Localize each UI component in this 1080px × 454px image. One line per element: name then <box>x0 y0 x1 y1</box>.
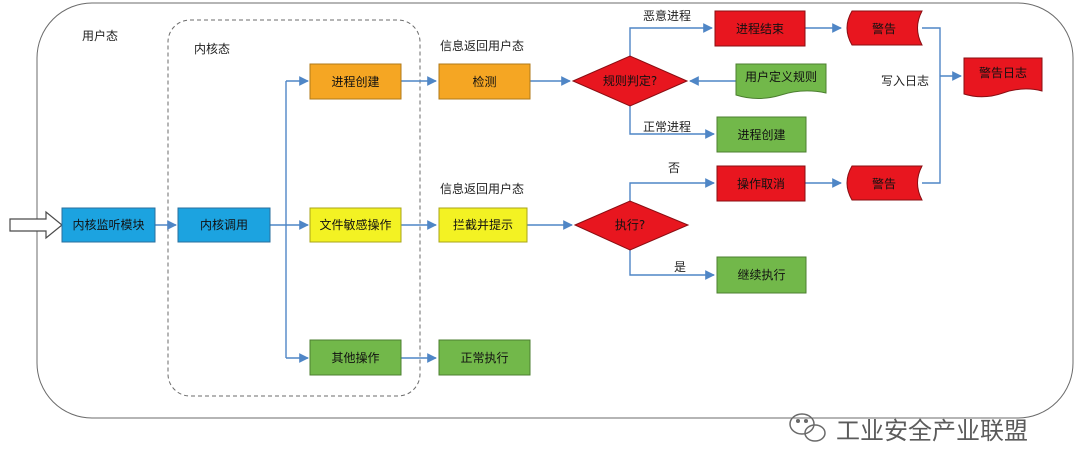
info-return-label-2: 信息返回用户态 <box>440 181 524 196</box>
warning-1-label: 警告 <box>872 21 896 36</box>
warning-log-label: 警告日志 <box>979 65 1027 80</box>
info-return-label-1: 信息返回用户态 <box>440 38 524 53</box>
detect-node <box>438 63 531 100</box>
normal-exec-label: 正常执行 <box>460 351 508 365</box>
normal-exec-node <box>438 339 531 376</box>
warning-1-node <box>846 10 923 46</box>
wechat-icon <box>789 413 826 442</box>
process-create-node <box>309 63 402 100</box>
intercept-prompt-node <box>438 207 528 243</box>
kernel-call-node <box>177 207 271 243</box>
kernel-mode-container <box>167 19 421 397</box>
execute-decision-diamond <box>573 200 690 251</box>
watermark-text: 工业安全产业联盟 <box>836 417 1028 445</box>
user-mode-container <box>36 2 1074 419</box>
write-log-label: 写入日志 <box>881 74 929 88</box>
continue-exec-label: 继续执行 <box>737 268 785 282</box>
arrow-warnings-to-log <box>922 27 941 184</box>
other-op-label: 其他操作 <box>331 350 379 365</box>
user-mode-label: 用户态 <box>82 28 118 43</box>
detect-label: 检测 <box>472 74 496 89</box>
kernel-monitor-label: 内核监听模块 <box>72 218 144 232</box>
warning-2-label: 警告 <box>872 176 896 191</box>
kernel-mode-label: 内核态 <box>194 42 230 56</box>
malicious-process-label: 恶意进程 <box>643 8 691 23</box>
arrow-execute-to-op-cancel <box>629 178 715 201</box>
no-label: 否 <box>668 161 680 175</box>
execute-decision-label: 执行? <box>615 218 645 232</box>
arrow-rule-to-process-create-2 <box>629 106 715 139</box>
process-end-label: 进程结束 <box>736 21 784 36</box>
input-arrow <box>9 210 63 240</box>
process-create-label: 进程创建 <box>331 74 379 89</box>
rule-decision-diamond <box>571 55 689 107</box>
yes-label: 是 <box>674 260 686 274</box>
kernel-monitor-module <box>61 207 156 243</box>
file-sensitive-op-node <box>309 207 402 243</box>
warning-2-node <box>846 165 923 201</box>
arrow-rule-to-process-end <box>629 23 713 56</box>
op-cancel-label: 操作取消 <box>737 176 785 191</box>
process-create-2-label: 进程创建 <box>737 127 785 142</box>
process-end-node <box>714 10 806 47</box>
kernel-call-label: 内核调用 <box>200 218 248 232</box>
file-sensitive-op-label: 文件敏感操作 <box>319 217 391 232</box>
op-cancel-node <box>716 165 806 202</box>
user-defined-rules-node <box>735 63 827 99</box>
warning-log-node <box>963 57 1043 98</box>
process-create-2-node <box>716 116 807 153</box>
normal-process-label: 正常进程 <box>643 119 691 134</box>
other-op-node <box>309 339 402 376</box>
rule-decision-label: 规则判定? <box>603 73 657 88</box>
user-defined-rules-label: 用户定义规则 <box>745 69 817 84</box>
arrow-execute-to-continue <box>629 250 715 280</box>
intercept-prompt-label: 拦截并提示 <box>453 217 513 232</box>
continue-exec-node <box>716 256 807 294</box>
